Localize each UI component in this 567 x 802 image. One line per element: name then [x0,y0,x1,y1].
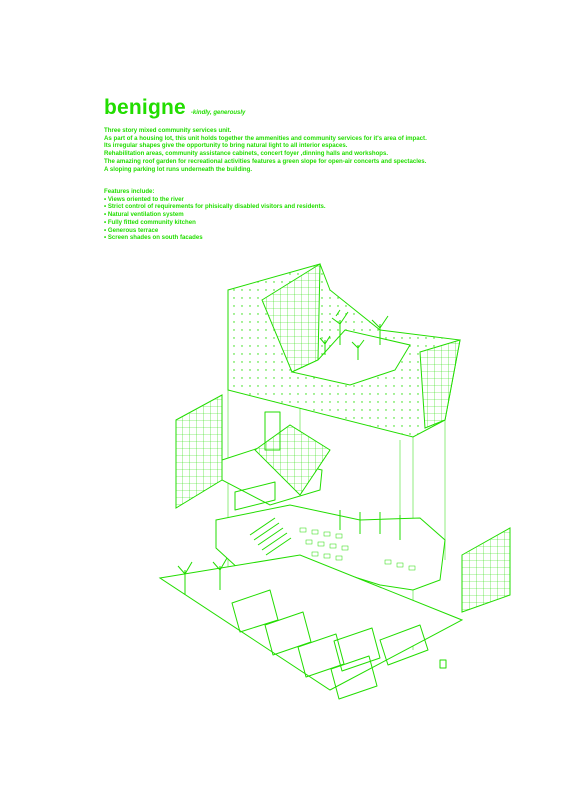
feature-item: • Fully fitted community kitchen [104,218,196,226]
roof-trees [319,309,389,360]
ground-floor-level [215,504,446,591]
ground-trees [177,557,228,595]
feature-item: • Screen shades on south facades [104,234,203,242]
west-screen-shade [175,394,223,509]
feature-item: • Natural ventilation system [104,211,184,219]
features-list: Features include: • Views oriented to th… [104,188,484,242]
features-heading: Features include: [104,188,155,195]
description-line: A sloping parking lot runs underneath th… [104,165,253,173]
description-line: As part of a housing lot, this unit hold… [104,134,427,142]
feature-item: • Views oriented to the river [104,195,184,203]
project-description: Three story mixed community services uni… [104,127,484,173]
title-row: benigne -kindly, generously [104,96,245,120]
parking-level [158,554,464,700]
second-floor-level [221,411,331,511]
feature-item: • Strict control of requirements for phi… [104,203,326,211]
description-line: Three story mixed community services uni… [104,127,232,134]
description-line: The amazing roof garden for recreational… [104,157,427,165]
project-title: benigne [104,96,186,119]
parking-frames [231,589,429,700]
features-items: • Views oriented to the river • Strict c… [104,196,484,242]
project-subtitle: -kindly, generously [190,110,246,116]
roof-garden-level [227,263,461,438]
description-line: Rehabilitation areas, community assistan… [104,150,389,158]
dining-tables [299,527,416,571]
feature-item: • Generous terrace [104,226,159,234]
east-screen-shade [461,527,511,613]
description-line: Its irregular shapes give the opportunit… [104,142,348,150]
